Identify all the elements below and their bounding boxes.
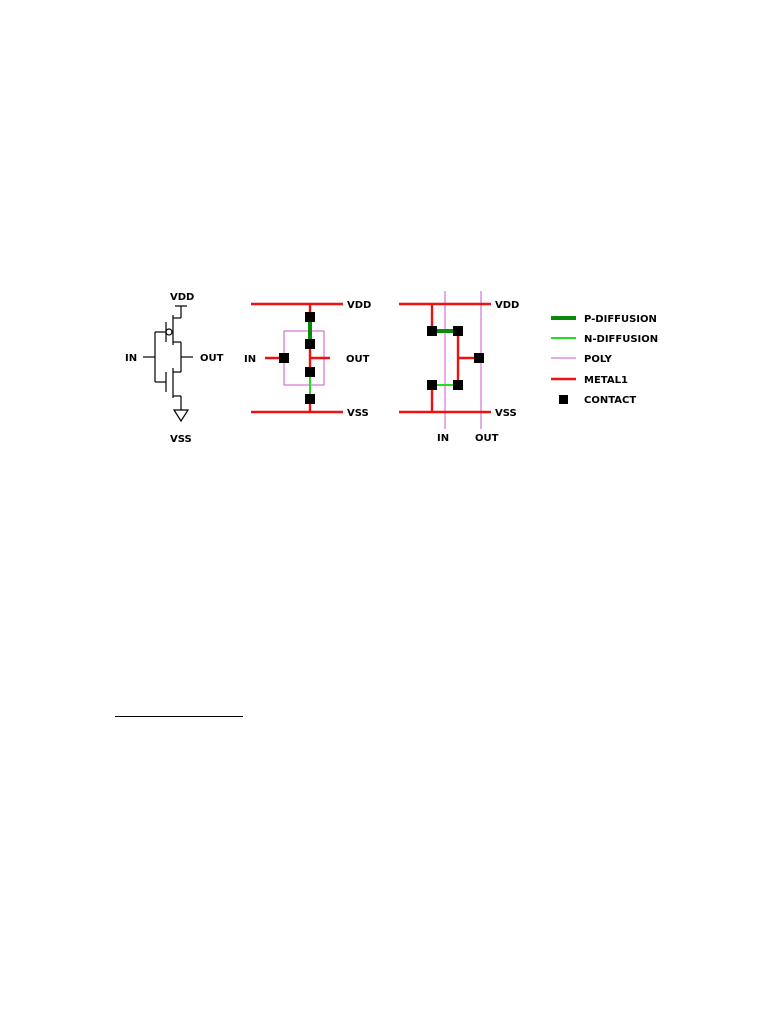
stick1-in-label: IN [244,354,256,365]
legend: P-DIFFUSION N-DIFFUSION POLY METAL1 CONT… [551,314,658,406]
schematic-vss-label: VSS [170,434,192,445]
schematic-vdd-label: VDD [170,292,194,303]
stick2-contact-p-left [427,326,437,336]
schematic-out-label: OUT [200,353,224,364]
stick2-in-label: IN [437,433,449,444]
legend-label-poly: POLY [584,354,613,365]
stick1-vdd-label: VDD [347,300,371,311]
legend-label-metal1: METAL1 [584,375,628,386]
stick2-contact-n-right [453,380,463,390]
stick1-vss-label: VSS [347,408,369,419]
inverter-schematic [143,305,193,423]
stick2-contact-out [474,353,484,363]
stick2-contact-n-left [427,380,437,390]
stick1-contact-in [279,353,289,363]
footnote-separator [115,716,243,717]
stick2-contact-p-right [453,326,463,336]
stick1-contact-vdd [305,312,315,322]
legend-label-n-diffusion: N-DIFFUSION [584,334,658,345]
schematic-in-label: IN [125,353,137,364]
stick-diagram-vertical [251,302,343,414]
legend-label-p-diffusion: P-DIFFUSION [584,314,657,325]
stick1-contact-n-drain [305,367,315,377]
stick2-out-label: OUT [475,433,499,444]
schematic-pmos-bubble [165,328,173,336]
legend-swatch-contact [559,395,568,404]
stick1-out-label: OUT [346,354,370,365]
schematic-ground-symbol [172,409,190,423]
stick-diagram-horizontal [399,291,491,429]
stick1-contact-vss [305,394,315,404]
stick2-vss-label: VSS [495,408,517,419]
legend-label-contact: CONTACT [584,395,636,406]
stick1-contact-p-drain [305,339,315,349]
stick2-vdd-label: VDD [495,300,519,311]
